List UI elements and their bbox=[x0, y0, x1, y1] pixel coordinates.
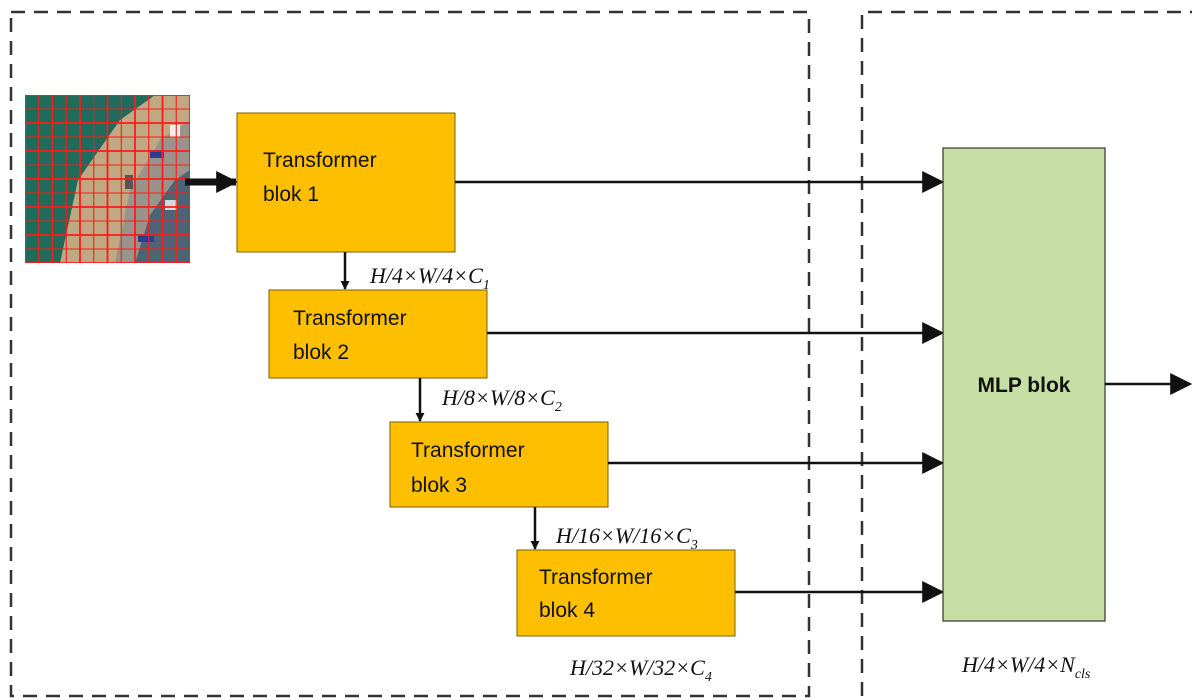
transformer-block-3-title: Transformer bbox=[411, 439, 525, 462]
stage-1-dimension-label: H/4×W/4×C1 bbox=[369, 263, 490, 293]
transformer-block-2-title: Transformer bbox=[293, 307, 407, 330]
mlp-block-label: MLP blok bbox=[978, 374, 1071, 397]
transformer-block-1: Transformer blok 1 bbox=[236, 112, 456, 253]
satellite-image-patches-icon bbox=[25, 95, 190, 263]
transformer-block-4-subtitle: blok 4 bbox=[539, 599, 595, 622]
transformer-block-1-title: Transformer bbox=[263, 149, 377, 172]
stage-4-dimension-label: H/32×W/32×C4 bbox=[569, 655, 712, 685]
transformer-block-2: Transformer blok 2 bbox=[268, 289, 488, 379]
stage-2-dimension-label: H/8×W/8×C2 bbox=[441, 385, 562, 415]
transformer-block-4-title: Transformer bbox=[539, 566, 653, 589]
transformer-block-3: Transformer blok 3 bbox=[389, 421, 609, 508]
transformer-block-3-subtitle: blok 3 bbox=[411, 474, 467, 497]
transformer-block-2-subtitle: blok 2 bbox=[293, 341, 349, 364]
output-dimension-label: H/4×W/4×Ncls bbox=[961, 652, 1091, 682]
transformer-block-4: Transformer blok 4 bbox=[516, 549, 736, 637]
stage-3-dimension-label: H/16×W/16×C3 bbox=[555, 523, 698, 553]
mlp-block: MLP blok bbox=[942, 147, 1106, 622]
transformer-block-1-subtitle: blok 1 bbox=[263, 183, 319, 206]
decoder-section-border bbox=[860, 10, 1192, 696]
encoder-section-border bbox=[9, 10, 811, 698]
